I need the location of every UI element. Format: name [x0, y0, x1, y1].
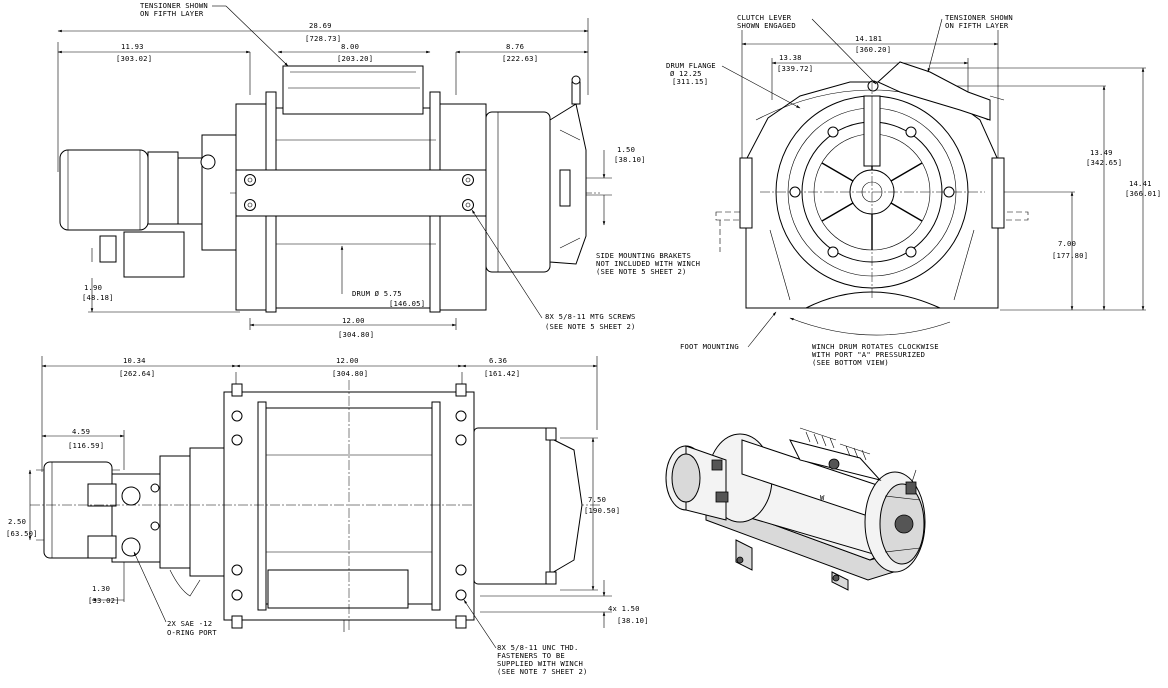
- foot-edge-metric: [38.10]: [617, 616, 649, 625]
- isometric-view: W: [665, 427, 926, 591]
- bottom-mount-spacing-metric: [304.80]: [332, 369, 368, 378]
- side-bracket-note-3: (SEE NOTE 5 SHEET 2): [596, 267, 687, 276]
- tensioner-note-end-2: ON FIFTH LAYER: [945, 21, 1009, 30]
- motor-offset-metric: [116.59]: [68, 441, 104, 450]
- bottom-right-offset-metric: [161.42]: [484, 369, 520, 378]
- right-height-metric: [38.10]: [614, 155, 646, 164]
- drum-flange-2: Ø 12.25: [670, 69, 702, 78]
- foot-edge-label: 4x 1.50: [608, 604, 640, 613]
- end-view: [715, 30, 1146, 336]
- rotation-note-2: WITH PORT "A" PRESSURIZED: [812, 350, 925, 359]
- foot-depth-label: 7.50: [588, 495, 606, 504]
- left-height-label: 1.90: [84, 283, 102, 292]
- height-center-metric: [177.80]: [1052, 251, 1088, 260]
- bottom-view-labels: 10.34 [262.64] 12.00 [304.80] 6.36 [161.…: [6, 356, 649, 676]
- overall-width-metric: [728.73]: [305, 34, 341, 43]
- fastener-note-2: FASTENERS TO BE: [497, 651, 565, 660]
- left-to-mount-label: 10.34: [123, 356, 146, 365]
- right-height-label: 1.50: [617, 145, 635, 154]
- screws-note-2: (SEE NOTE 5 SHEET 2): [545, 322, 636, 331]
- bottom-mount-spacing-label: 12.00: [336, 356, 359, 365]
- fastener-note-3: SUPPLIED WITH WINCH: [497, 659, 583, 668]
- end-overall-width-label: 14.181: [855, 34, 882, 43]
- port-offset-metric: [33.02]: [88, 596, 120, 605]
- height-mid-metric: [342.65]: [1086, 158, 1122, 167]
- top-view-labels: TENSIONER SHOWN ON FIFTH LAYER 28.69 [72…: [82, 1, 646, 339]
- height-total-label: 14.41: [1129, 179, 1152, 188]
- drum-flange-3: [311.15]: [672, 77, 708, 86]
- tensioner-note-top-1: TENSIONER SHOWN: [140, 1, 208, 10]
- rotation-note-1: WINCH DRUM ROTATES CLOCKWISE: [812, 342, 939, 351]
- mount-spacing-metric: [304.80]: [338, 330, 374, 339]
- screws-note-1: 8X 5/8-11 MTG SCREWS: [545, 312, 636, 321]
- rotation-note-3: (SEE BOTTOM VIEW): [812, 358, 889, 367]
- left-to-drum-label: 11.93: [121, 42, 144, 51]
- bottom-view: [28, 356, 612, 632]
- clutch-note-1: CLUTCH LEVER: [737, 13, 792, 22]
- drum-diameter-metric: [146.05]: [389, 299, 425, 308]
- side-bracket-note-2: NOT INCLUDED WITH WINCH: [596, 259, 700, 268]
- height-center-label: 7.00: [1058, 239, 1076, 248]
- overall-width-label: 28.69: [309, 21, 332, 30]
- port-note-2: O-RING PORT: [167, 628, 217, 637]
- bottom-right-offset-label: 6.36: [489, 356, 507, 365]
- flange-width-label: 13.38: [779, 53, 802, 62]
- side-bracket-note-1: SIDE MOUNTING BRAKETS: [596, 251, 691, 260]
- top-view: [57, 18, 612, 330]
- right-offset-label: 8.76: [506, 42, 524, 51]
- flange-width-metric: [339.72]: [777, 64, 813, 73]
- drum-span-label: 8.00: [341, 42, 359, 51]
- port-note-1: 2X SAE -12: [167, 619, 212, 628]
- port-spacing-metric: [63.50]: [6, 529, 38, 538]
- left-to-mount-metric: [262.64]: [119, 369, 155, 378]
- iso-logo: W: [820, 493, 825, 502]
- fastener-note-1: 8X 5/8-11 UNC THD.: [497, 643, 579, 652]
- left-height-metric: [48.18]: [82, 293, 114, 302]
- drum-diameter-label: DRUM Ø 5.75: [352, 289, 402, 298]
- foot-depth-metric: [190.50]: [584, 506, 620, 515]
- port-offset-label: 1.30: [92, 584, 110, 593]
- height-mid-label: 13.49: [1090, 148, 1113, 157]
- tensioner-note-top-2: ON FIFTH LAYER: [140, 9, 204, 18]
- drum-span-metric: [203.20]: [337, 54, 373, 63]
- height-total-metric: [366.01]: [1125, 189, 1161, 198]
- tensioner-note-end-1: TENSIONER SHOWN: [945, 13, 1013, 22]
- end-overall-width-metric: [360.20]: [855, 45, 891, 54]
- drum-flange-1: DRUM FLANGE: [666, 61, 716, 70]
- end-view-labels: CLUTCH LEVER SHOWN ENGAGED TENSIONER SHO…: [596, 13, 1161, 367]
- foot-mounting-label: FOOT MOUNTING: [680, 342, 739, 351]
- fastener-note-4: (SEE NOTE 7 SHEET 2): [497, 667, 588, 676]
- port-spacing-label: 2.50: [8, 517, 26, 526]
- right-offset-metric: [222.63]: [502, 54, 538, 63]
- mount-spacing-label: 12.00: [342, 316, 365, 325]
- clutch-note-2: SHOWN ENGAGED: [737, 21, 796, 30]
- left-to-drum-metric: [303.02]: [116, 54, 152, 63]
- motor-offset-label: 4.59: [72, 427, 90, 436]
